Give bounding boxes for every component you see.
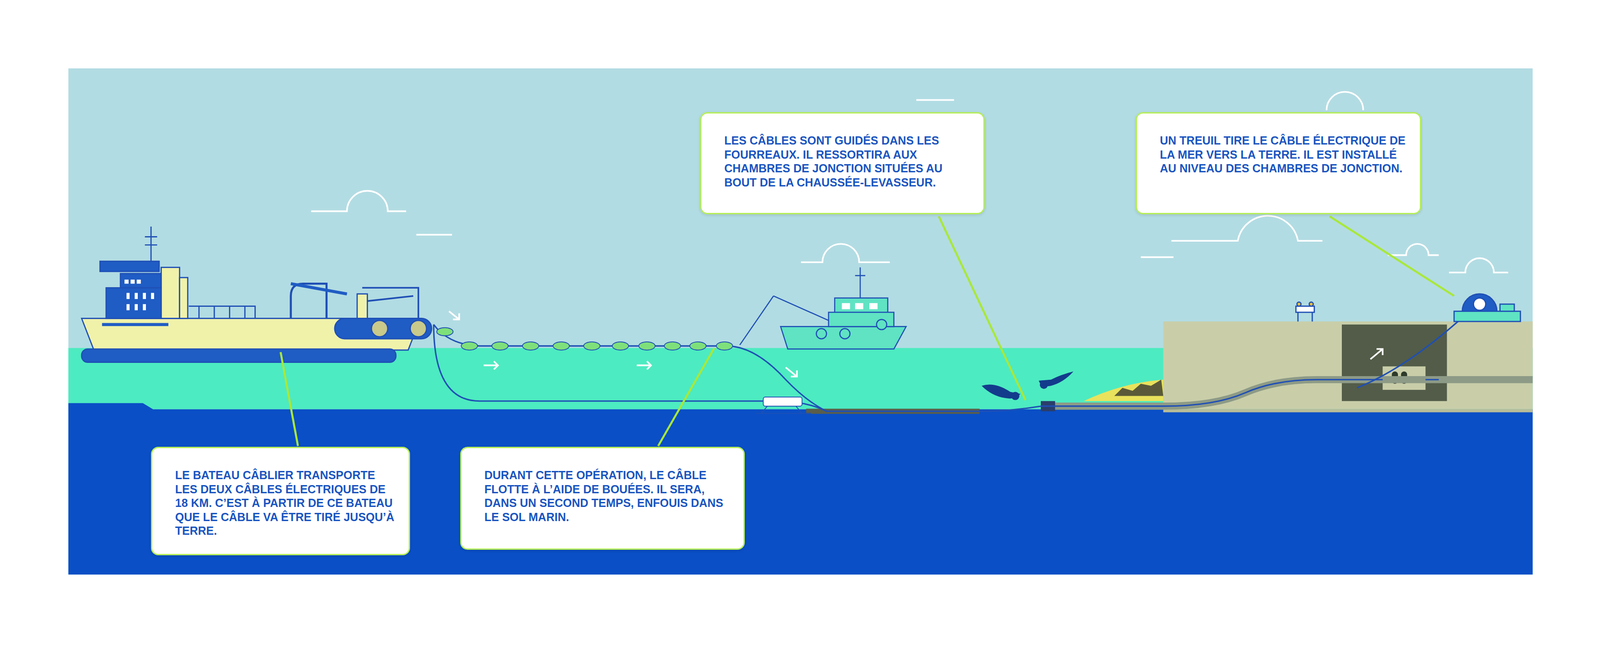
callout-box: DURANT CETTE OPÉRATION, LE CÂBLE FLOTTE … (460, 446, 745, 551)
callout-box: LE BATEAU CÂBLIER TRANSPORTE LES DEUX CÂ… (150, 446, 411, 556)
callout-text: DURANT CETTE OPÉRATION, LE CÂBLE FLOTTE … (484, 468, 730, 525)
callout-box: UN TREUIL TIRE LE CÂBLE ÉLECTRIQUE DE LA… (1135, 112, 1422, 215)
callout-box: LES CÂBLES SONT GUIDÉS DANS LES FOURREAU… (700, 112, 985, 215)
callout-text: LES CÂBLES SONT GUIDÉS DANS LES FOURREAU… (724, 133, 970, 190)
callout-text: UN TREUIL TIRE LE CÂBLE ÉLECTRIQUE DE LA… (1159, 133, 1407, 176)
callout-text: LE BATEAU CÂBLIER TRANSPORTE LES DEUX CÂ… (175, 468, 395, 539)
